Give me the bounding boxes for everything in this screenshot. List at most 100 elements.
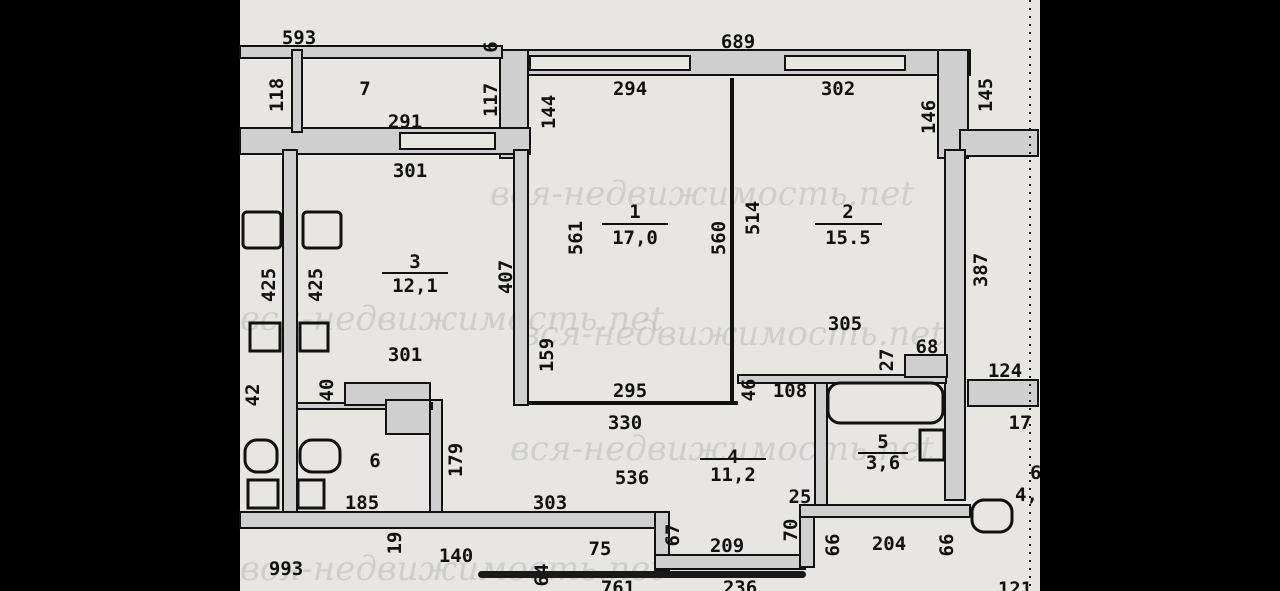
- room-labels: 1 17,0 2 15.5 3 12,1 4 11,2 5 3,6 6 4, 6…: [359, 78, 1041, 506]
- dimension-label: 118: [266, 78, 288, 112]
- room-number: 4: [727, 446, 738, 468]
- walls: [239, 0, 1039, 591]
- dimension-labels: 593 689 6 118 117 294 302 146 145 144 29…: [242, 27, 1032, 591]
- dimension-label: 291: [388, 111, 422, 133]
- dimension-label: 301: [388, 344, 422, 366]
- dimension-label: 993: [269, 558, 303, 580]
- sink-icon: [248, 321, 282, 353]
- dimension-label: 425: [305, 268, 327, 302]
- watermark: вся-недвижимость.net: [240, 299, 664, 339]
- dimension-label: 560: [708, 221, 730, 255]
- dimension-label: 144: [538, 95, 560, 129]
- window: [529, 55, 691, 71]
- wall: [513, 149, 529, 406]
- stove-icon: [301, 210, 343, 250]
- toilet-icon: [970, 498, 1014, 534]
- room-area: 4,: [1015, 484, 1038, 506]
- wall: [291, 49, 303, 133]
- room-area: 15.5: [825, 227, 871, 249]
- dimension-label: 121: [998, 578, 1032, 591]
- dimension-label: 387: [970, 253, 992, 287]
- dimension-label: 204: [872, 533, 906, 555]
- room-number: 2: [842, 201, 853, 223]
- dimension-label: 185: [345, 492, 379, 514]
- dimension-label: 407: [495, 260, 517, 294]
- room-number: 6: [369, 450, 380, 472]
- dimension-label: 70: [780, 519, 802, 542]
- window: [399, 132, 496, 150]
- dimension-label: 6: [480, 41, 502, 52]
- dimension-label: 536: [615, 467, 649, 489]
- dimension-label: 75: [589, 538, 612, 560]
- dimension-label: 236: [723, 577, 757, 591]
- watermark: вся-недвижимость.net: [510, 429, 934, 469]
- wall: [239, 45, 503, 59]
- dimension-label: 117: [480, 83, 502, 117]
- home-indicator[interactable]: [478, 571, 806, 578]
- dimension-label: 67: [662, 524, 684, 547]
- vent-shaft: [904, 354, 948, 378]
- room-area: 12,1: [392, 275, 438, 297]
- room-number: 3: [409, 251, 420, 273]
- wall: [959, 129, 1039, 157]
- watermark: вся-недвижимость.net: [490, 174, 914, 214]
- room-area: 11,2: [710, 464, 756, 486]
- dimension-label: 27: [876, 349, 898, 372]
- sink-icon: [246, 478, 280, 510]
- wall: [944, 149, 966, 501]
- dimension-label: 19: [384, 532, 406, 555]
- exterior-wall-bottom: [239, 511, 659, 529]
- dimension-label: 425: [258, 268, 280, 302]
- dimension-label: 145: [975, 78, 997, 112]
- dimension-label: 146: [918, 100, 940, 134]
- wall: [654, 554, 806, 570]
- vent-shaft: [967, 379, 1039, 407]
- dimension-label: 301: [393, 160, 427, 182]
- dimension-label: 40: [316, 379, 338, 402]
- floor-plan-document: [240, 0, 1040, 591]
- dimension-label: 25: [789, 486, 812, 508]
- room-area: 17,0: [612, 227, 658, 249]
- dimension-label: 761: [601, 577, 635, 591]
- room-number: 5: [877, 431, 888, 453]
- dimension-label: 68: [916, 336, 939, 358]
- dimension-label: 124: [988, 360, 1022, 382]
- vent-shaft: [385, 399, 431, 435]
- dimension-label: 561: [565, 221, 587, 255]
- watermarks: вся-недвижимость.net вся-недвижимость.ne…: [240, 174, 944, 589]
- room-number: 7: [359, 78, 370, 100]
- dimension-label: 66: [822, 534, 844, 557]
- window: [784, 55, 906, 71]
- toilet-icon: [298, 438, 342, 474]
- dimension-label: 302: [821, 78, 855, 100]
- wall: [282, 149, 298, 526]
- room-area: 3,6: [866, 452, 900, 474]
- bathtub-icon: [826, 381, 945, 425]
- dimension-label: 294: [613, 78, 647, 100]
- wall: [799, 504, 971, 518]
- sink-icon: [296, 478, 326, 510]
- stove-icon: [241, 210, 283, 250]
- room-number: 6: [1030, 462, 1041, 484]
- dimension-label: 689: [721, 31, 755, 53]
- wall: [814, 374, 828, 511]
- dimension-label: 305: [828, 313, 862, 335]
- dimension-label: 42: [242, 384, 264, 407]
- washbasin-icon: [918, 428, 946, 462]
- toilet-icon: [243, 438, 279, 474]
- room-number: 1: [629, 201, 640, 223]
- dimension-label: 17: [1009, 412, 1032, 434]
- sink-icon: [298, 321, 330, 353]
- dimension-label: 330: [608, 412, 642, 434]
- dimension-label: 303: [533, 492, 567, 514]
- dimension-label: 46: [738, 379, 760, 402]
- dimension-label: 295: [613, 380, 647, 402]
- dimension-label: 179: [445, 443, 467, 477]
- dimension-label: 108: [773, 380, 807, 402]
- dimension-label: 159: [536, 338, 558, 372]
- dimension-label: 66: [936, 534, 958, 557]
- dimension-label: 209: [710, 535, 744, 557]
- watermark: вся-недвижимость.net: [240, 549, 664, 589]
- dimension-label: 593: [282, 27, 316, 49]
